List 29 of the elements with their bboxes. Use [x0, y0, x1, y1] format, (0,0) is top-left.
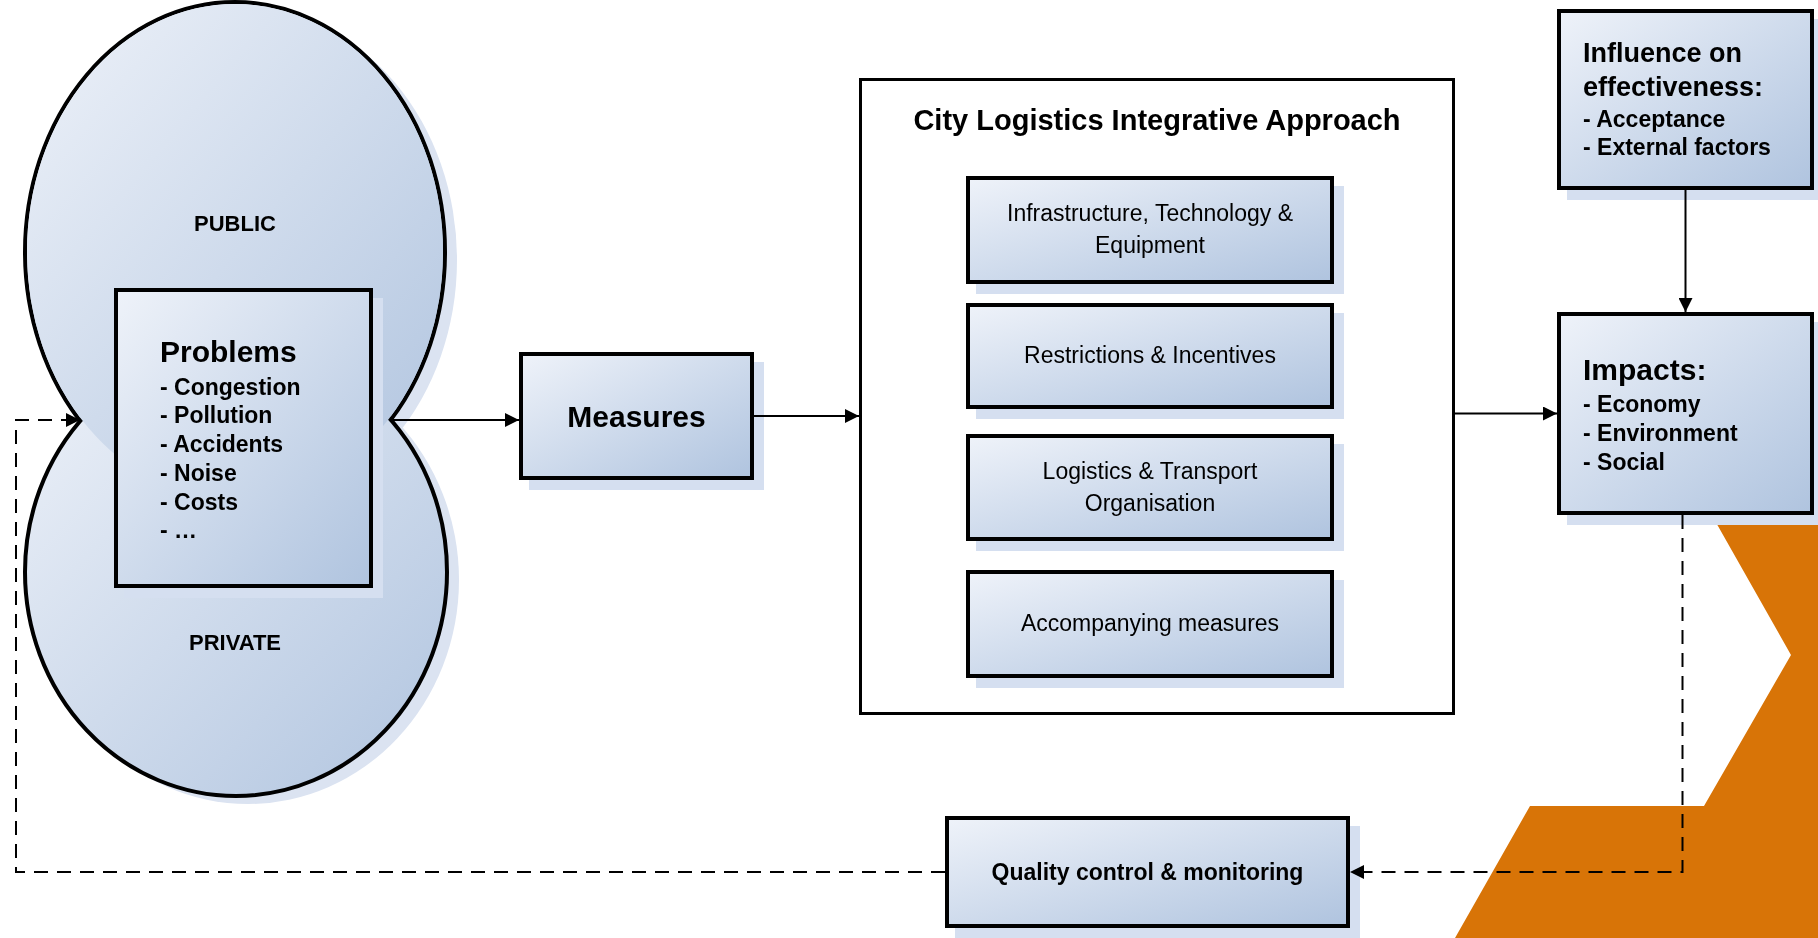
group-title: City Logistics Integrative Approach	[912, 103, 1402, 138]
box-heading: Impacts:	[1583, 351, 1708, 388]
sector-label: PRIVATE	[187, 629, 283, 657]
bullet-item: - Acceptance	[1583, 104, 1727, 134]
bullet-item: - Pollution	[160, 401, 274, 430]
box-heading: Problems	[160, 334, 298, 370]
arrow	[1454, 406, 1558, 421]
arrow	[1349, 514, 1684, 879]
bullet-item: - Economy	[1583, 390, 1702, 419]
arrow	[753, 409, 860, 423]
bullet-item: - External factors	[1583, 133, 1772, 162]
bullet-item: - Costs	[160, 487, 239, 517]
box-label: Infrastructure, Technology & Equipment	[1006, 199, 1294, 260]
bullet-item: - …	[160, 516, 199, 545]
box-label: Accompanying measures	[1020, 609, 1280, 639]
box-label: Restrictions & Incentives	[1024, 341, 1276, 371]
bullet-item: - Environment	[1583, 418, 1739, 448]
box-heading: Influence on effectiveness:	[1583, 37, 1765, 104]
box-label: Logistics & Transport Organisation	[1041, 456, 1259, 518]
arrow	[1678, 189, 1693, 313]
bullet-item: - Social	[1583, 447, 1666, 477]
sector-label: PUBLIC	[193, 210, 277, 238]
bullet-item: - Accidents	[160, 430, 285, 459]
bullet-item: - Congestion	[160, 372, 302, 402]
group-frame	[859, 78, 1455, 715]
box-label: Quality control & monitoring	[991, 857, 1304, 887]
box-label: Measures	[567, 398, 706, 435]
bullet-item: - Noise	[160, 458, 238, 488]
arrow	[15, 413, 946, 873]
